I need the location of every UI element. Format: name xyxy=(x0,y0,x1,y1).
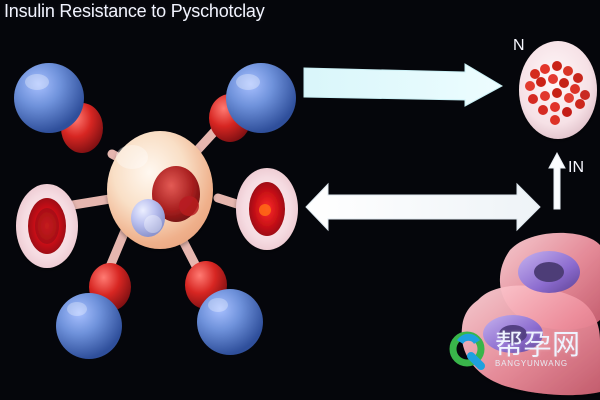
watermark-subtitle: BANGYUNWANG xyxy=(495,359,568,368)
particle xyxy=(575,99,585,109)
particle xyxy=(559,78,569,88)
cell-highlight xyxy=(116,145,148,169)
arrow-right-icon xyxy=(303,63,504,107)
watermark-title: 帮孕网 xyxy=(495,328,581,361)
vessel-center xyxy=(534,262,564,282)
particle xyxy=(530,69,540,79)
particle xyxy=(550,115,560,125)
particle xyxy=(570,84,580,94)
particle xyxy=(548,74,558,84)
cluster-particles xyxy=(525,61,590,125)
red-cell-glow xyxy=(259,204,271,216)
blue-node xyxy=(56,293,122,359)
double-arrow-group xyxy=(305,182,541,232)
red-cell-shadow xyxy=(35,208,59,244)
page-title: Insulin Resistance to Pyschotclay xyxy=(4,1,265,21)
particle xyxy=(552,88,562,98)
double-arrow-icon xyxy=(305,182,541,232)
particle xyxy=(528,94,538,104)
vesicle-highlight xyxy=(144,215,162,233)
particle xyxy=(540,91,550,101)
top-right-cell-cluster xyxy=(519,41,597,139)
particle xyxy=(536,77,546,87)
up-arrow-icon xyxy=(548,151,566,210)
blue-node xyxy=(226,63,296,133)
particle xyxy=(564,93,574,103)
vertical-arrow-label: IN xyxy=(568,159,584,176)
blue-nodes xyxy=(14,63,296,359)
highlight xyxy=(208,298,228,312)
top-arrow-group xyxy=(303,63,504,107)
particle xyxy=(525,81,535,91)
highlight xyxy=(67,302,87,316)
highlight xyxy=(25,74,49,90)
particle xyxy=(550,102,560,112)
bottom-right-tissue xyxy=(461,232,600,396)
watermark-logo-icon xyxy=(449,331,485,370)
central-cell-group xyxy=(107,131,213,249)
watermark: 帮孕网 BANGYUNWANG xyxy=(446,328,596,384)
particle xyxy=(580,90,590,100)
up-arrow-group xyxy=(548,151,566,210)
highlight xyxy=(236,74,260,90)
nucleus-lobe xyxy=(179,196,199,216)
blue-node xyxy=(197,289,263,355)
right-red-cell xyxy=(236,168,298,250)
blue-node xyxy=(14,63,84,133)
particle xyxy=(562,107,572,117)
top-right-label: N xyxy=(513,37,525,54)
particle xyxy=(573,73,583,83)
left-red-cell xyxy=(16,184,78,268)
particle xyxy=(540,64,550,74)
particle xyxy=(563,66,573,76)
vessel-center xyxy=(499,325,527,343)
particle xyxy=(552,61,562,71)
particle xyxy=(538,105,548,115)
